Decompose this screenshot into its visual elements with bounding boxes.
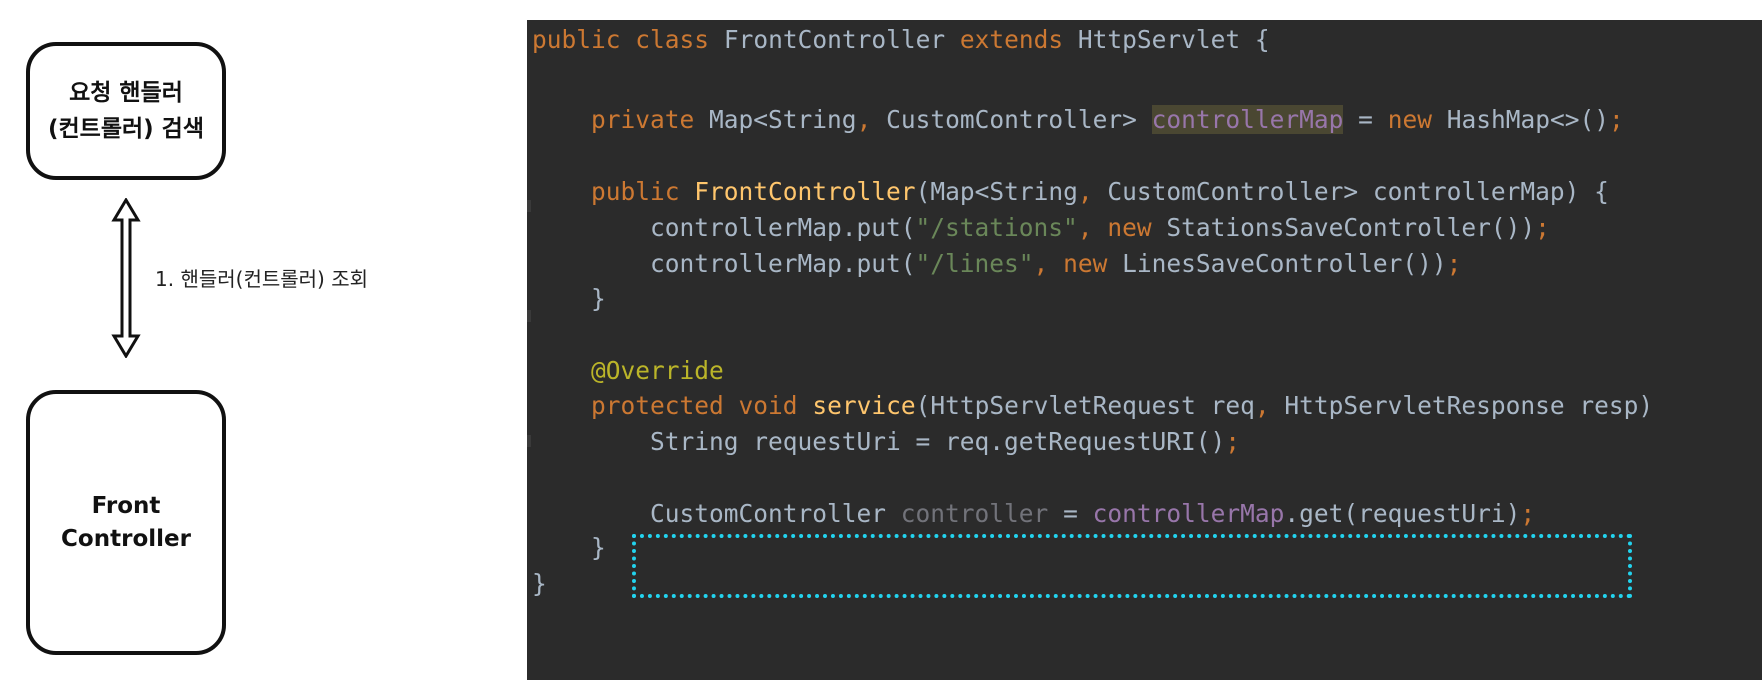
token: controllerMap.put( — [650, 213, 916, 242]
front-controller-box: Front Controller — [26, 390, 226, 655]
code-line-1: public class FrontController extends Htt… — [532, 20, 1270, 60]
token: new — [1387, 105, 1432, 134]
token: HashMap<>() — [1446, 105, 1609, 134]
code-line-10: CustomController controller = controller… — [532, 494, 1535, 534]
arrow-label: 1. 핸들러(컨트롤러) 조회 — [155, 267, 369, 291]
token: String requestUri = req.getRequestURI() — [650, 427, 1226, 456]
token: controller — [900, 499, 1049, 528]
token: ; — [1225, 427, 1241, 456]
handler-box-line1: 요청 핸들러 — [69, 80, 183, 106]
token: protected — [591, 391, 724, 420]
token-annotation: @Override — [591, 356, 724, 385]
token: } — [532, 569, 547, 598]
token: HttpServlet { — [1077, 25, 1270, 54]
code-line-6: } — [532, 279, 606, 319]
token: CustomController — [650, 499, 887, 528]
token: = — [1358, 105, 1373, 134]
token: , — [1077, 177, 1093, 206]
fold-marker — [527, 310, 531, 322]
token: CustomController> — [886, 105, 1137, 134]
token: LinesSaveController()) — [1122, 249, 1447, 278]
token: controllerMap — [1092, 499, 1285, 528]
token: = — [1063, 499, 1078, 528]
token: , — [1033, 249, 1049, 278]
token: } — [591, 533, 606, 562]
token: extends — [959, 25, 1064, 54]
front-box-line1: Front — [91, 492, 161, 519]
token: public — [532, 25, 621, 54]
token: , — [1077, 213, 1093, 242]
code-line-2: private Map<String, CustomController> co… — [532, 100, 1624, 140]
token: CustomController> controllerMap) { — [1107, 177, 1609, 206]
token: ; — [1446, 249, 1462, 278]
front-box-line2: Controller — [61, 525, 191, 552]
token: ; — [1520, 499, 1536, 528]
token: void — [738, 391, 798, 420]
token: "/stations" — [915, 213, 1078, 242]
code-line-4: controllerMap.put("/stations", new Stati… — [532, 208, 1550, 248]
token: ; — [1608, 105, 1624, 134]
token: private — [591, 105, 695, 134]
code-line-9: String requestUri = req.getRequestURI(); — [532, 422, 1240, 462]
code-line-5: controllerMap.put("/lines", new LinesSav… — [532, 244, 1461, 284]
token-highlighted-field: controllerMap — [1151, 105, 1344, 134]
token: , — [856, 105, 872, 134]
code-line-7: @Override — [532, 351, 724, 391]
handler-search-box: 요청 핸들러 (컨트롤러) 검색 — [26, 42, 226, 180]
token: "/lines" — [915, 249, 1034, 278]
token: new — [1107, 213, 1152, 242]
token: controllerMap.put( — [650, 249, 916, 278]
code-line-3: public FrontController(Map<String, Custo… — [532, 172, 1609, 212]
focus-highlight-box — [632, 534, 1632, 598]
token: .get(requestUri) — [1284, 499, 1521, 528]
token: FrontController — [723, 25, 946, 54]
token: StationsSaveController()) — [1166, 213, 1536, 242]
code-line-11: } — [532, 528, 606, 568]
token: HttpServletResponse resp) — [1284, 391, 1654, 420]
token: service — [812, 391, 916, 420]
token: class — [635, 25, 710, 54]
token: (Map<String — [915, 177, 1078, 206]
code-line-8: protected void service(HttpServletReques… — [532, 386, 1653, 426]
token: (HttpServletRequest req — [915, 391, 1255, 420]
fold-marker — [527, 200, 531, 212]
token: Map<String — [709, 105, 857, 134]
double-arrow-icon — [111, 198, 141, 358]
token: public — [591, 177, 680, 206]
token: } — [591, 284, 606, 313]
fold-marker — [527, 435, 531, 447]
code-editor-panel: public class FrontController extends Htt… — [527, 20, 1762, 680]
code-line-12: } — [532, 564, 547, 604]
token: new — [1063, 249, 1108, 278]
handler-box-line2: (컨트롤러) 검색 — [48, 116, 204, 142]
token: , — [1254, 391, 1270, 420]
token: FrontController — [694, 177, 916, 206]
token: ; — [1535, 213, 1550, 242]
